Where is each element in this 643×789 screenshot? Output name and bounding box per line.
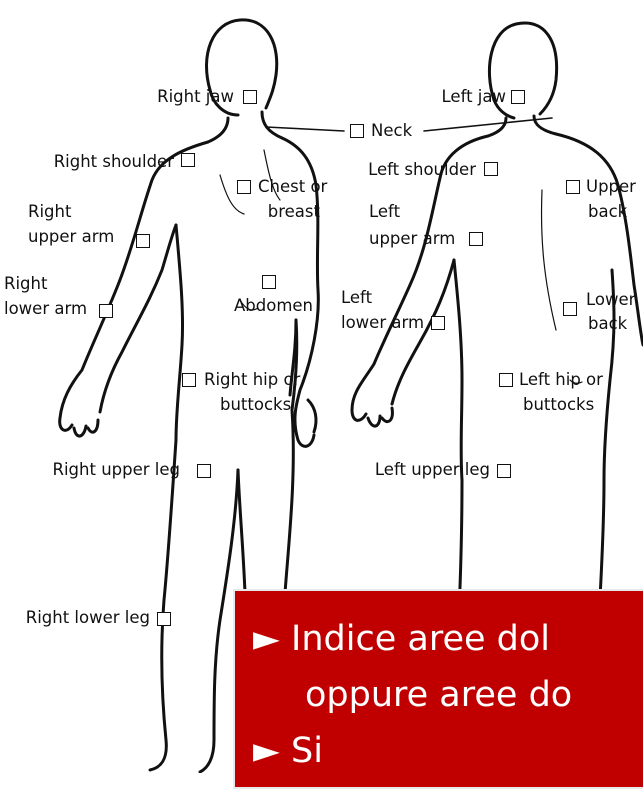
checkbox-right-shoulder[interactable] <box>181 153 195 167</box>
label-left-upper-arm-line1: Left <box>369 202 400 222</box>
label-right-lower-arm-line2: lower arm <box>4 299 87 319</box>
body-pain-map: Right jaw Left jaw Neck Right shoulder L… <box>0 0 643 773</box>
label-right-upper-leg: Right upper leg <box>20 460 180 480</box>
label-right-hip-line1: Right hip or <box>204 370 300 390</box>
label-right-hip-line2: buttocks <box>220 395 291 415</box>
label-chest-line2: breast <box>240 202 320 222</box>
label-left-hip-line2: buttocks <box>523 395 594 415</box>
checkbox-right-lower-leg[interactable] <box>157 612 171 626</box>
label-left-shoulder: Left shoulder <box>340 160 476 180</box>
instruction-banner: ► Indice aree dol oppure aree do ► Si <box>233 589 643 789</box>
checkbox-neck[interactable] <box>350 124 364 138</box>
checkbox-left-shoulder[interactable] <box>484 162 498 176</box>
label-left-jaw: Left jaw <box>410 87 506 107</box>
label-upper-back-line1: Upper <box>586 177 636 197</box>
checkbox-right-upper-leg[interactable] <box>197 464 211 478</box>
checkbox-right-jaw[interactable] <box>243 90 257 104</box>
label-upper-back-line2: back <box>588 202 627 222</box>
label-right-upper-arm-line2: upper arm <box>28 227 114 247</box>
checkbox-left-lower-arm[interactable] <box>431 316 445 330</box>
label-left-lower-arm-line2: lower arm <box>341 313 424 333</box>
label-left-hip-line1: Left hip or <box>519 370 603 390</box>
label-lower-back-line2: back <box>588 314 627 334</box>
banner-line-2: oppure aree do <box>305 675 572 715</box>
label-abdomen: Abdomen <box>234 296 313 316</box>
label-right-shoulder: Right shoulder <box>20 152 174 172</box>
checkbox-left-hip[interactable] <box>499 373 513 387</box>
label-neck: Neck <box>371 121 412 141</box>
checkbox-lower-back[interactable] <box>563 302 577 316</box>
checkbox-left-upper-arm[interactable] <box>469 232 483 246</box>
checkbox-abdomen[interactable] <box>262 275 276 289</box>
label-left-upper-leg: Left upper leg <box>350 460 490 480</box>
checkbox-right-upper-arm[interactable] <box>136 234 150 248</box>
label-lower-back-line1: Lower <box>586 290 635 310</box>
label-chest-line1: Chest or <box>258 177 327 197</box>
checkbox-right-lower-arm[interactable] <box>99 304 113 318</box>
label-right-upper-arm-line1: Right <box>28 202 71 222</box>
neck-leader-left <box>266 127 344 131</box>
label-right-lower-leg: Right lower leg <box>10 608 150 628</box>
banner-line-3: ► Si <box>253 731 323 771</box>
label-left-upper-arm-line2: upper arm <box>369 229 455 249</box>
checkbox-left-jaw[interactable] <box>511 90 525 104</box>
banner-line-1: ► Indice aree dol <box>253 619 550 659</box>
checkbox-chest[interactable] <box>237 180 251 194</box>
label-left-lower-arm-line1: Left <box>341 288 372 308</box>
neck-leader-right <box>424 118 552 131</box>
label-right-lower-arm-line1: Right <box>4 274 47 294</box>
checkbox-left-upper-leg[interactable] <box>497 464 511 478</box>
checkbox-upper-back[interactable] <box>566 180 580 194</box>
checkbox-right-hip[interactable] <box>182 373 196 387</box>
label-right-jaw: Right jaw <box>128 87 234 107</box>
